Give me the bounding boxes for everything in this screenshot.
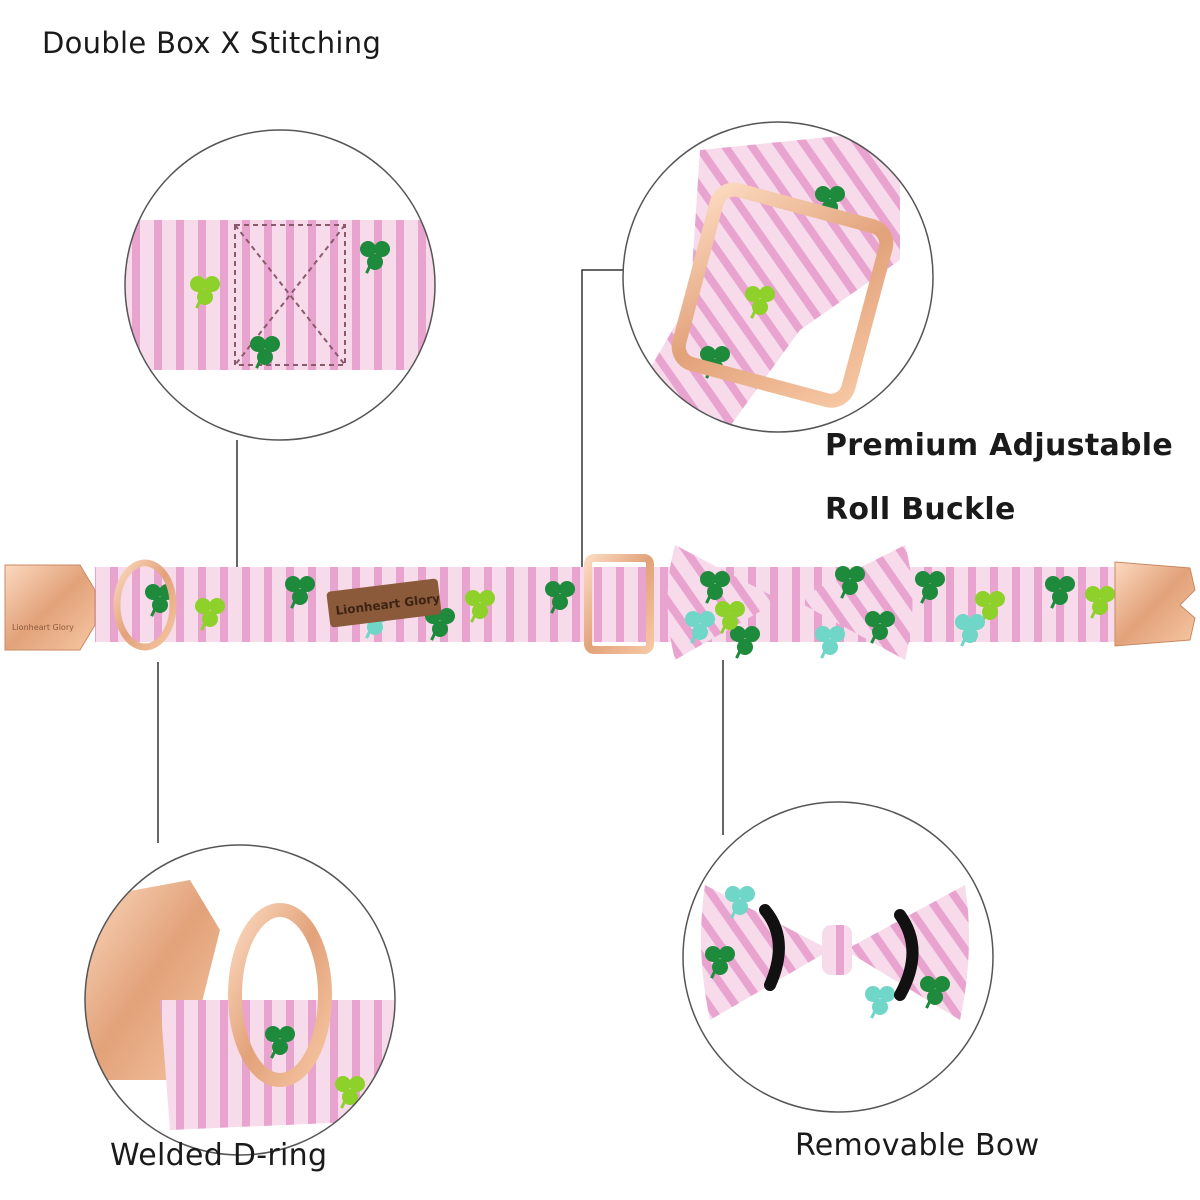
roll-buckle [584,554,654,654]
d-ring [113,559,177,651]
label-roll-buckle: Roll Buckle [825,492,1016,527]
label-removable-bow: Removable Bow [795,1128,1040,1163]
zoom-circle-stitching [124,129,436,441]
dog-collar: Lionheart Glory Lionheart Glory [4,545,1196,660]
collar-strap [95,567,1115,642]
zoom-circle-bow [682,801,994,1113]
zoom-circle-dring [84,844,396,1156]
zoom-circle-buckle [622,121,934,433]
buckle-female [1114,561,1196,647]
label-double-box-x-stitching: Double Box X Stitching [42,26,382,60]
label-premium-adjustable: Premium Adjustable [825,428,1174,463]
bow-tie [667,545,913,660]
label-welded-d-ring: Welded D-ring [110,1138,328,1173]
side-release-buckle [4,564,96,651]
connector-lines [157,269,724,843]
buckle-logo: Lionheart Glory [12,623,74,632]
brand-tag [326,578,442,628]
